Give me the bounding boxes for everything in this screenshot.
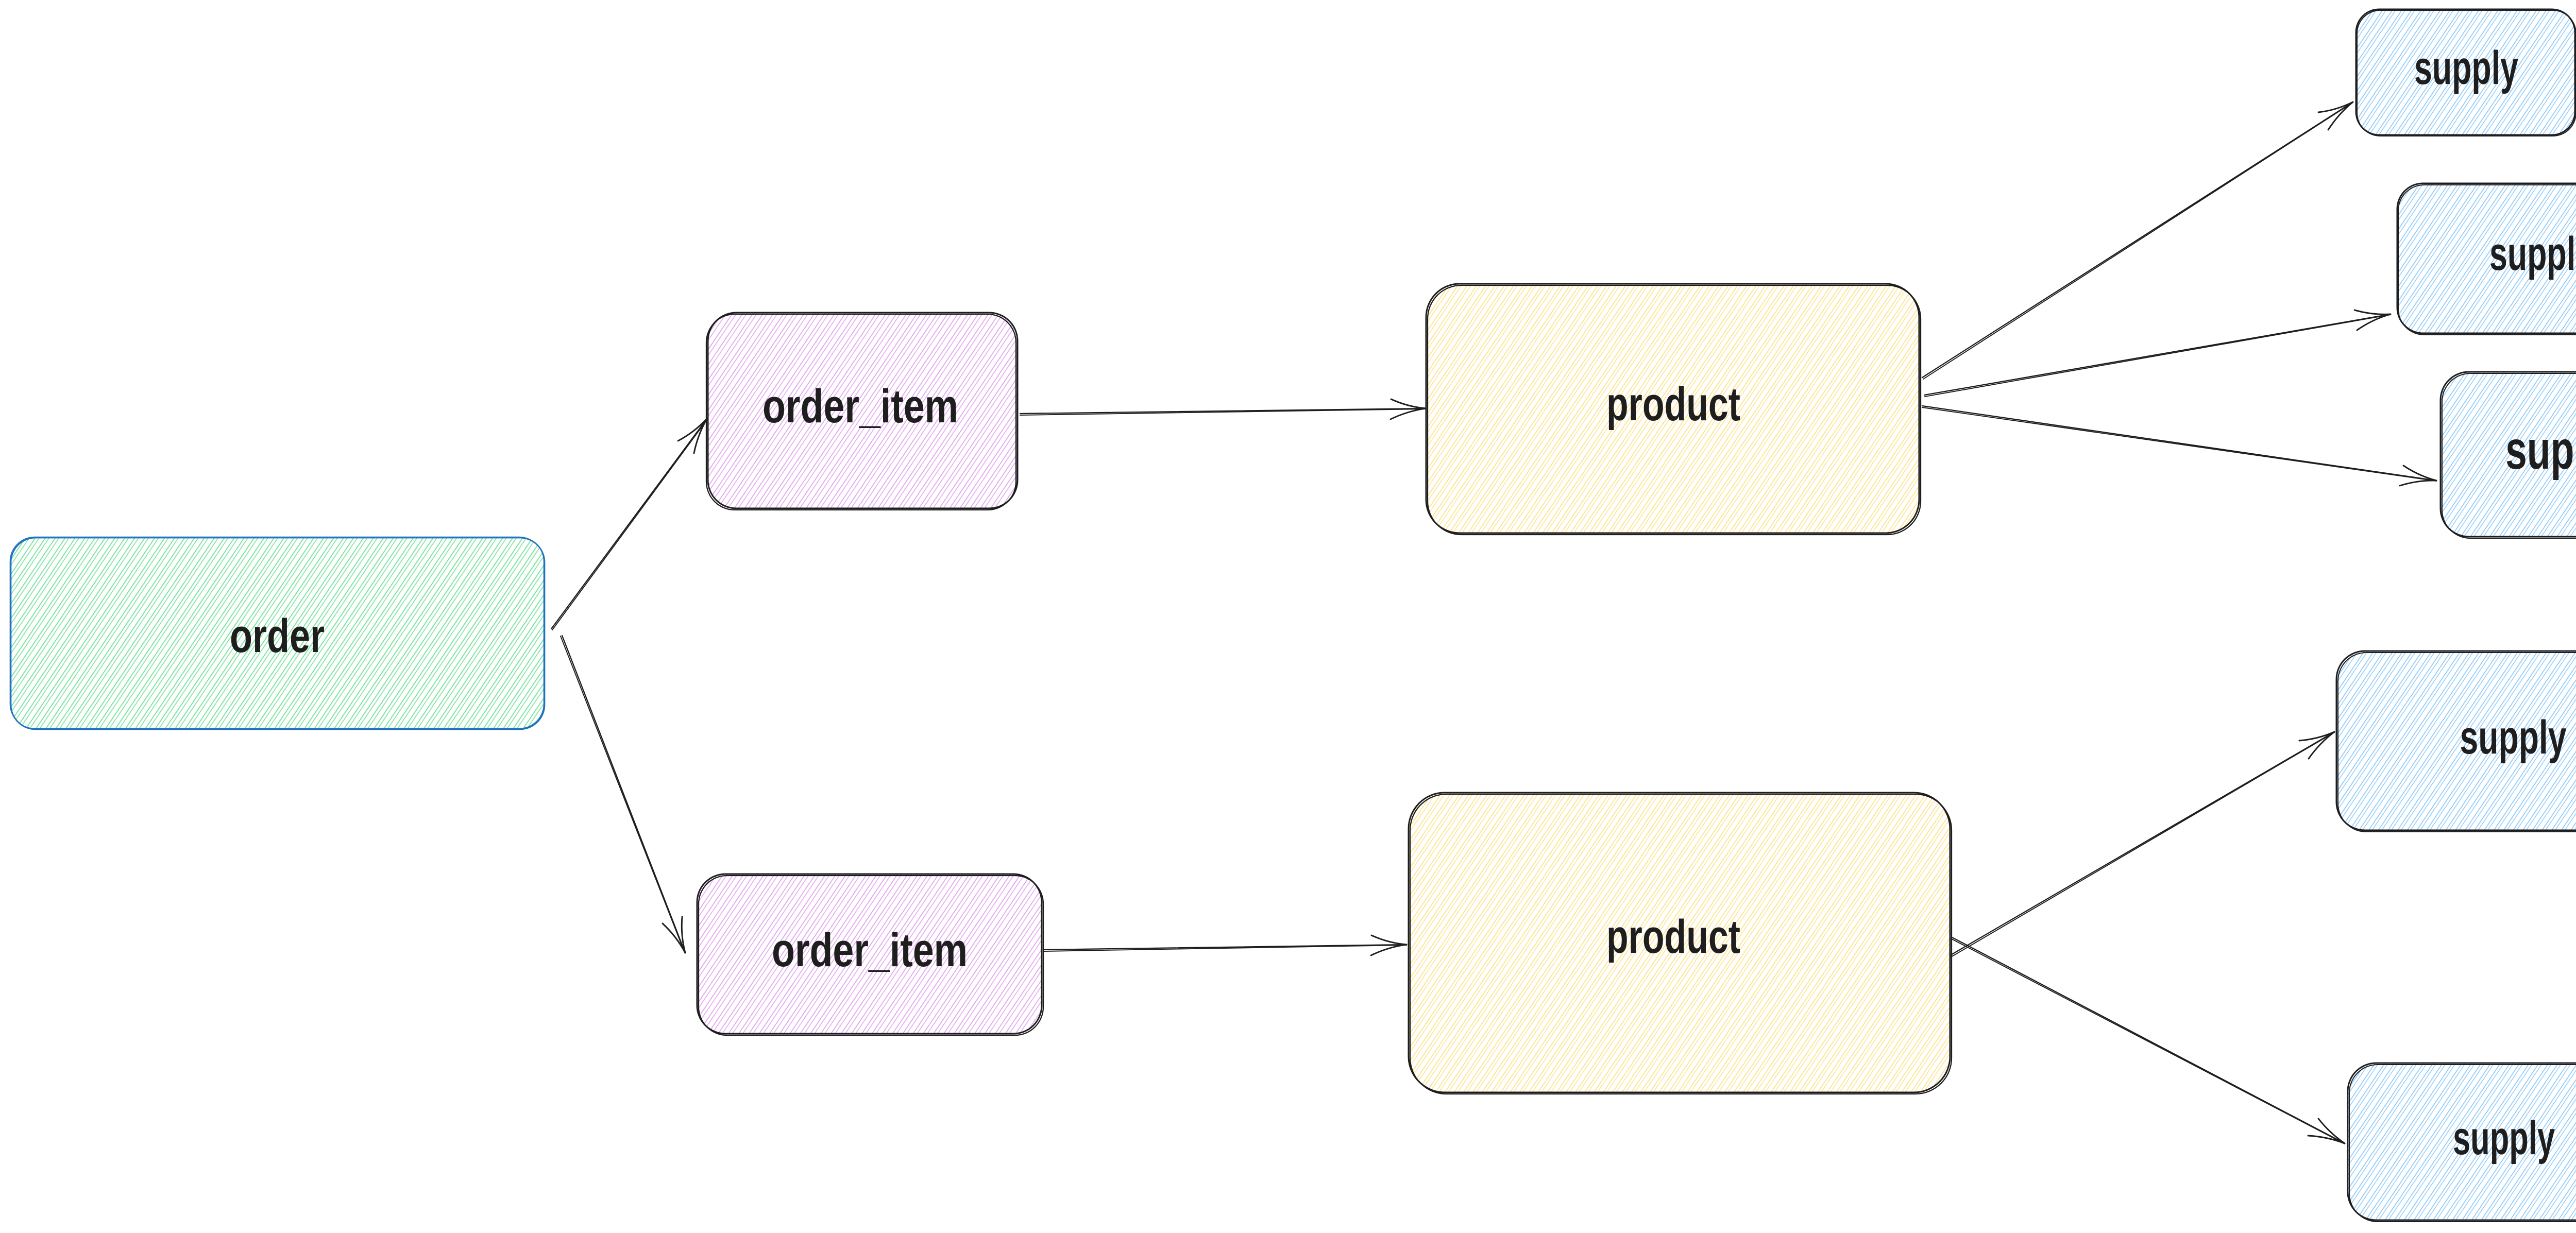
svg-text:supply: supply: [2505, 420, 2576, 481]
svg-text:supply: supply: [2414, 42, 2518, 94]
svg-text:product: product: [1606, 911, 1740, 963]
svg-text:product: product: [1606, 378, 1740, 431]
svg-text:supply: supply: [2489, 228, 2576, 280]
svg-text:supply: supply: [2460, 711, 2567, 764]
svg-text:supply: supply: [2453, 1112, 2555, 1164]
svg-text:order_item: order_item: [772, 924, 968, 977]
svg-text:order_item: order_item: [762, 380, 958, 433]
svg-text:order: order: [230, 610, 325, 662]
